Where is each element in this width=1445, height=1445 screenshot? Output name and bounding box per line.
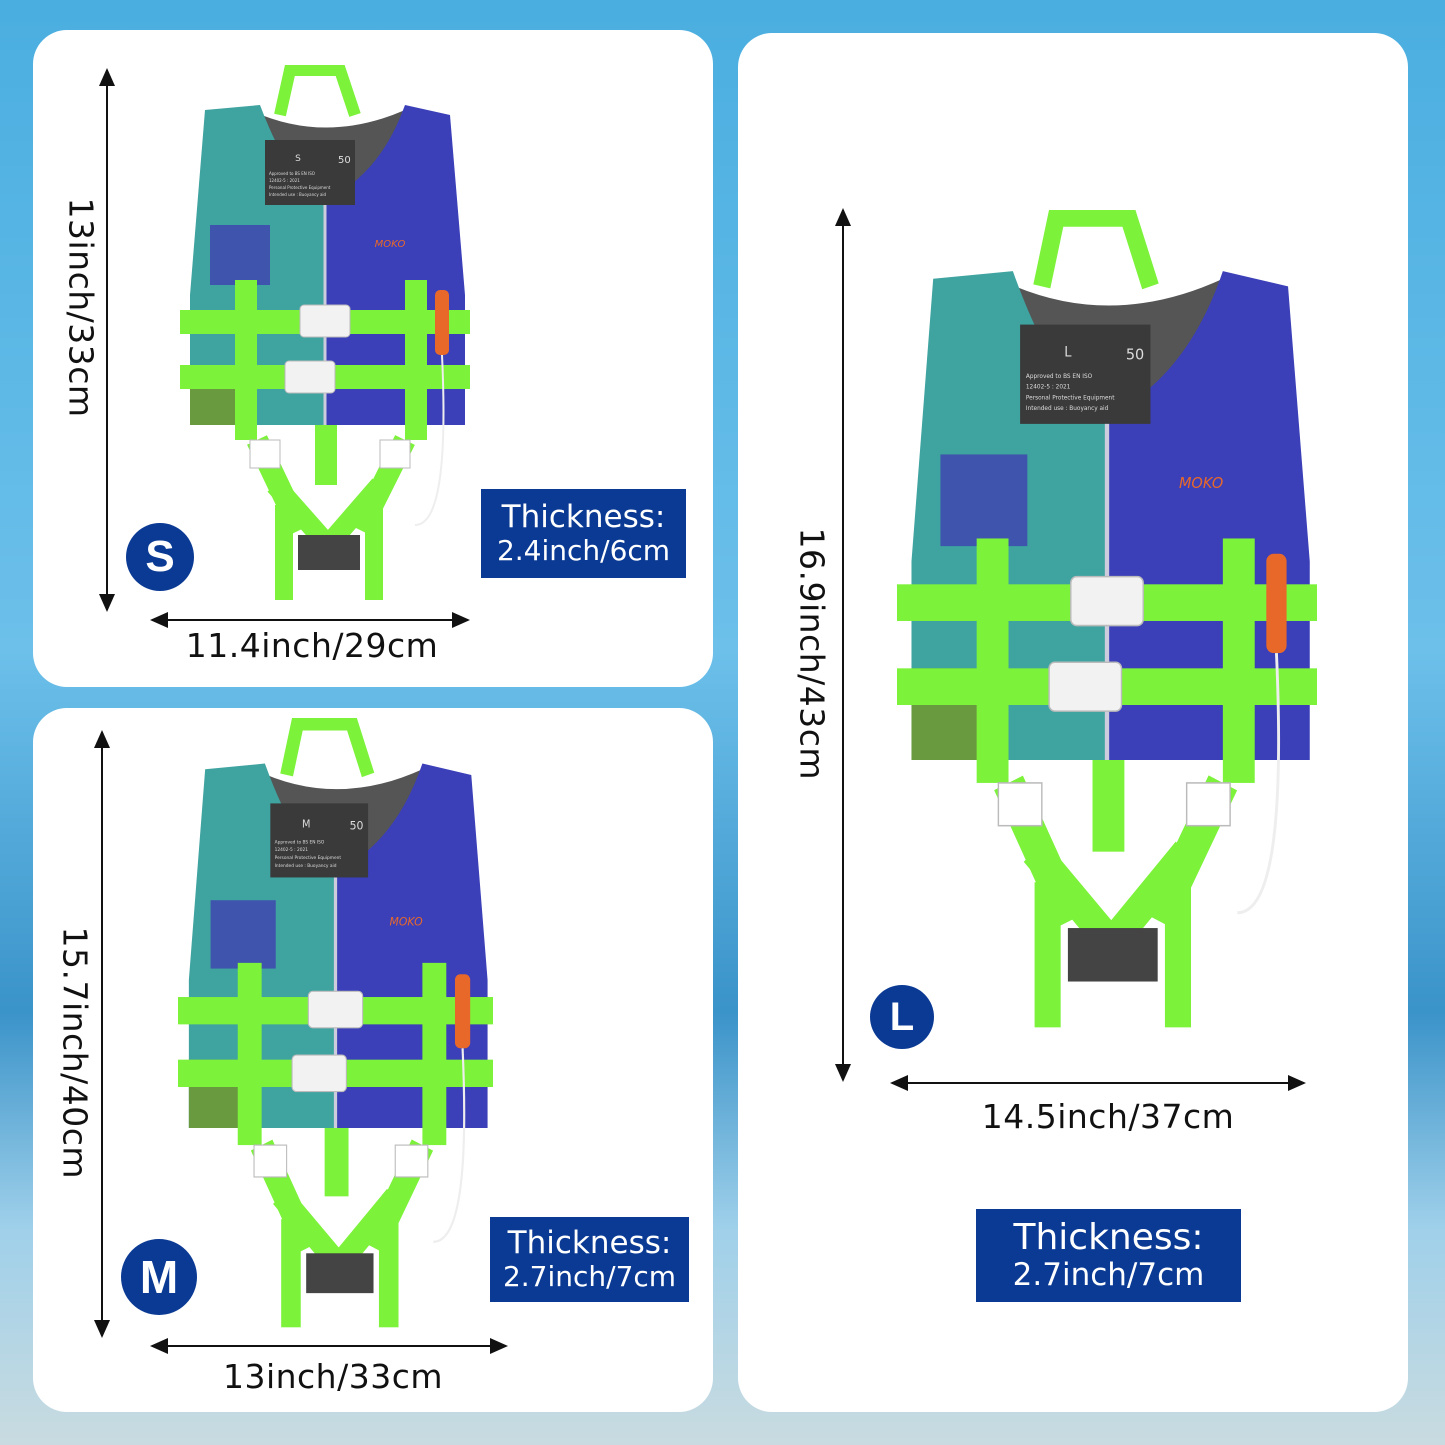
vest-tag-rating: 50 [1126, 345, 1144, 363]
life-vest-image-m: M 50 Approved to BS EN ISO 12402-5 : 2021… [178, 716, 493, 1333]
vest-tag-line: Intended use : Buoyancy aid [1026, 405, 1109, 412]
vest-logo: MOKO [1179, 474, 1224, 492]
thickness-value: 2.7inch/7cm [1012, 1257, 1205, 1294]
vest-tag-size: L [1064, 345, 1072, 360]
width-label-m: 13inch/33cm [222, 1357, 444, 1396]
vest-tag-line: Approved to BS EN ISO [269, 171, 315, 176]
vest-tag-rating: 50 [350, 819, 364, 832]
life-vest-image-s: S 50 Approved to BS EN ISO 12402-5 : 2021… [180, 64, 470, 605]
size-badge-l: L [870, 985, 934, 1049]
vest-tag-size: M [302, 819, 310, 830]
vest-logo: MOKO [375, 239, 406, 250]
vest-tag-size: S [295, 154, 301, 164]
thickness-value: 2.4inch/6cm [496, 534, 671, 568]
height-label-s: 13inch/33cm [61, 197, 101, 418]
thickness-box-m: Thickness: 2.7inch/7cm [490, 1217, 689, 1302]
size-badge-s: S [126, 523, 194, 591]
vest-tag-line: 12402-5 : 2021 [1026, 384, 1071, 391]
life-vest-image-l: L 50 Approved to BS EN ISO 12402-5 : 2021… [897, 208, 1317, 1035]
width-label-l: 14.5inch/37cm [981, 1097, 1235, 1136]
size-badge-m: M [121, 1239, 197, 1315]
thickness-box-s: Thickness: 2.4inch/6cm [481, 489, 686, 578]
thickness-box-l: Thickness: 2.7inch/7cm [976, 1209, 1241, 1302]
vest-tag-rating: 50 [338, 155, 351, 166]
vest-tag-line: 12402-5 : 2021 [275, 847, 309, 853]
thickness-title: Thickness: [501, 498, 666, 535]
height-label-m: 15.7inch/40cm [55, 926, 95, 1180]
thickness-title: Thickness: [1013, 1216, 1204, 1258]
thickness-value: 2.7inch/7cm [502, 1260, 677, 1294]
vest-logo: MOKO [389, 915, 422, 928]
vest-tag-line: Approved to BS EN ISO [1026, 373, 1093, 380]
vest-tag-line: Personal Protective Equipment [1026, 394, 1115, 401]
vest-tag-line: 12402-5 : 2021 [269, 178, 300, 183]
vest-tag-line: Intended use : Buoyancy aid [275, 863, 337, 869]
width-label-s: 11.4inch/29cm [185, 626, 439, 665]
thickness-title: Thickness: [507, 1224, 672, 1261]
vest-tag-line: Personal Protective Equipment [275, 855, 342, 861]
vest-tag-line: Personal Protective Equipment [269, 185, 331, 190]
vest-tag-line: Approved to BS EN ISO [275, 839, 325, 845]
vest-tag-line: Intended use : Buoyancy aid [269, 192, 327, 197]
height-label-l: 16.9inch/43cm [792, 527, 832, 781]
